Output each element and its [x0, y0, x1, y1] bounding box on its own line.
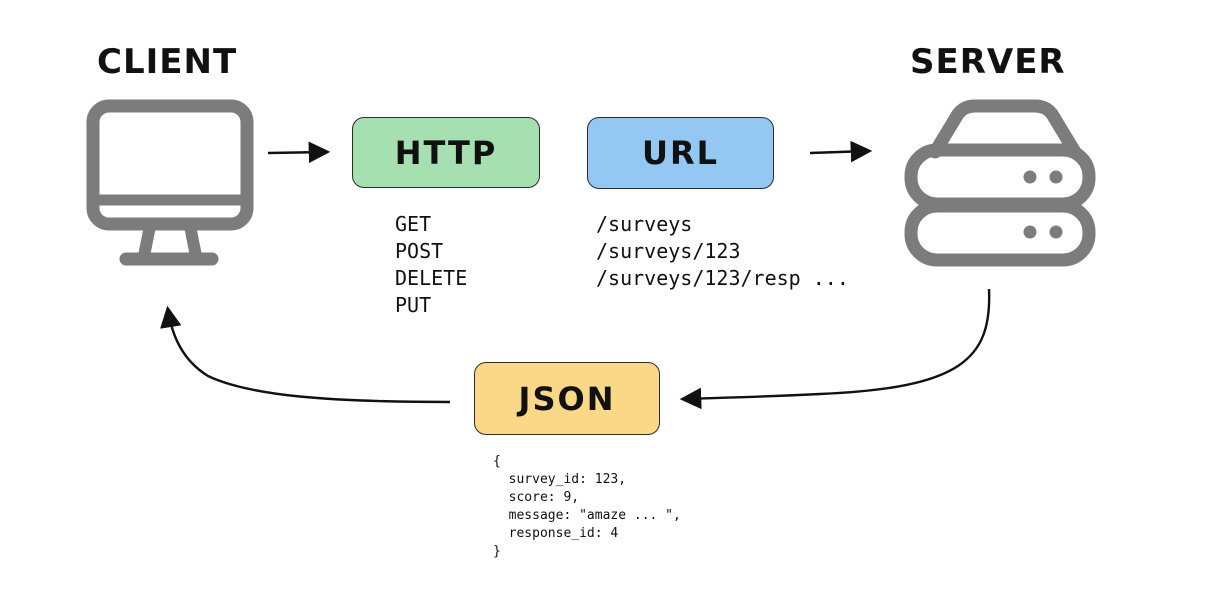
monitor-icon [86, 99, 254, 266]
url-path-surveys: /surveys [596, 212, 693, 236]
json-line-score: score: 9, [493, 490, 580, 505]
arrow-url-to-server [809, 140, 873, 163]
json-line-survey-id: survey_id: 123, [493, 472, 627, 487]
url-path-survey-123: /surveys/123 [596, 239, 741, 263]
url-box-label: URL [641, 134, 719, 172]
arrow-client-to-http [267, 141, 331, 164]
url-box: URL [587, 117, 774, 189]
http-method-post: POST [395, 239, 444, 263]
url-paths-list: /surveys /surveys/123 /surveys/123/resp … [596, 211, 849, 292]
json-line-response-id: response_id: 4 [493, 526, 619, 541]
http-box-label: HTTP [394, 133, 498, 172]
http-method-get: GET [395, 212, 432, 236]
json-line-close: } [493, 544, 501, 559]
http-box: HTTP [352, 117, 540, 188]
url-path-survey-responses: /surveys/123/resp ... [596, 266, 849, 290]
json-box-label: JSON [518, 379, 616, 418]
json-line-open: { [493, 454, 501, 469]
http-method-put: PUT [395, 293, 432, 317]
arrow-json-to-client [160, 305, 451, 404]
server-led-dots [1023, 170, 1063, 239]
client-title: CLIENT [97, 42, 238, 82]
http-method-delete: DELETE [395, 266, 468, 290]
server-title: SERVER [910, 42, 1066, 82]
http-methods-list: GET POST DELETE PUT [395, 211, 467, 319]
json-code-sample: { survey_id: 123, score: 9, message: "am… [493, 453, 681, 561]
arrow-server-to-json [679, 288, 991, 410]
json-line-message: message: "amaze ... ", [493, 508, 681, 523]
server-stack-icon [904, 99, 1096, 267]
json-box: JSON [474, 362, 660, 435]
